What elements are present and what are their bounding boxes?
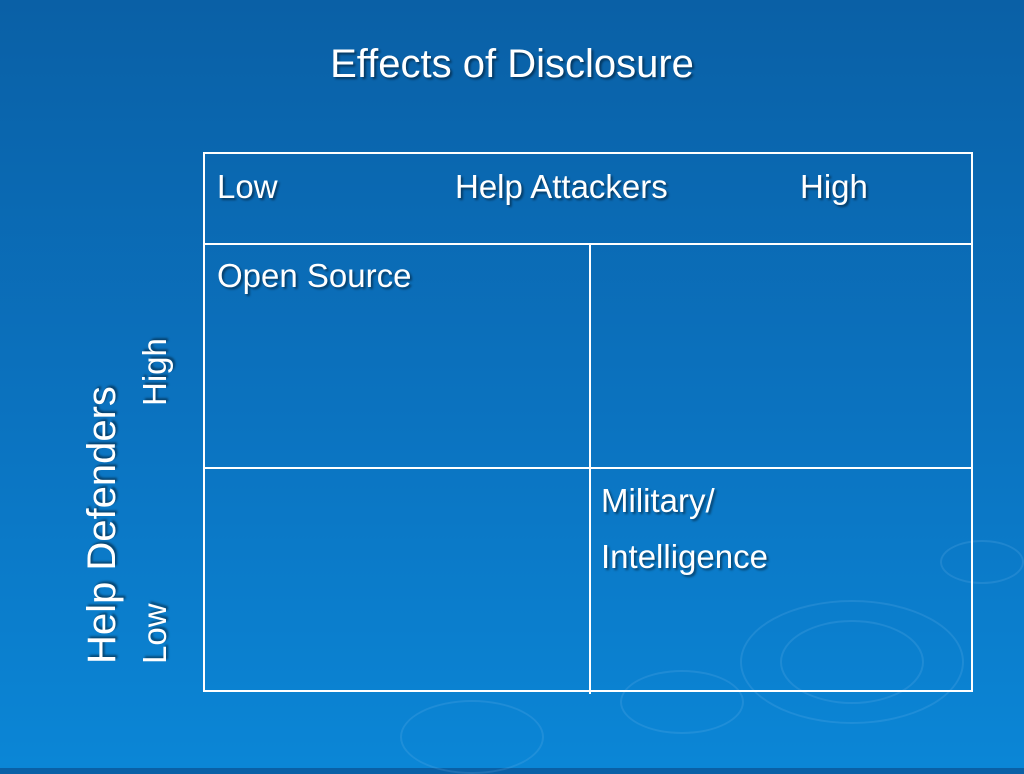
y-axis-low: Low [136, 603, 173, 664]
y-axis-label: Help Defenders [80, 386, 124, 664]
slide-title: Effects of Disclosure [330, 42, 694, 86]
header-help-attackers: Help Attackers [455, 168, 668, 205]
header-high: High [800, 168, 868, 205]
row-divider [205, 243, 971, 245]
disclosure-matrix: Low Help Attackers High Open Source Mili… [203, 152, 973, 694]
ripple-decoration [940, 540, 1024, 584]
ripple-decoration [740, 600, 964, 724]
column-divider [589, 244, 591, 694]
ripple-decoration [400, 700, 544, 774]
ripple-decoration [620, 670, 744, 734]
row-divider [205, 467, 971, 469]
cell-military-line2: Intelligence [601, 538, 768, 575]
cell-military-line1: Military/ [601, 482, 715, 519]
y-axis-high: High [136, 338, 173, 406]
ripple-decoration [780, 620, 924, 704]
header-low: Low [217, 168, 278, 205]
cell-open-source: Open Source [217, 257, 412, 294]
